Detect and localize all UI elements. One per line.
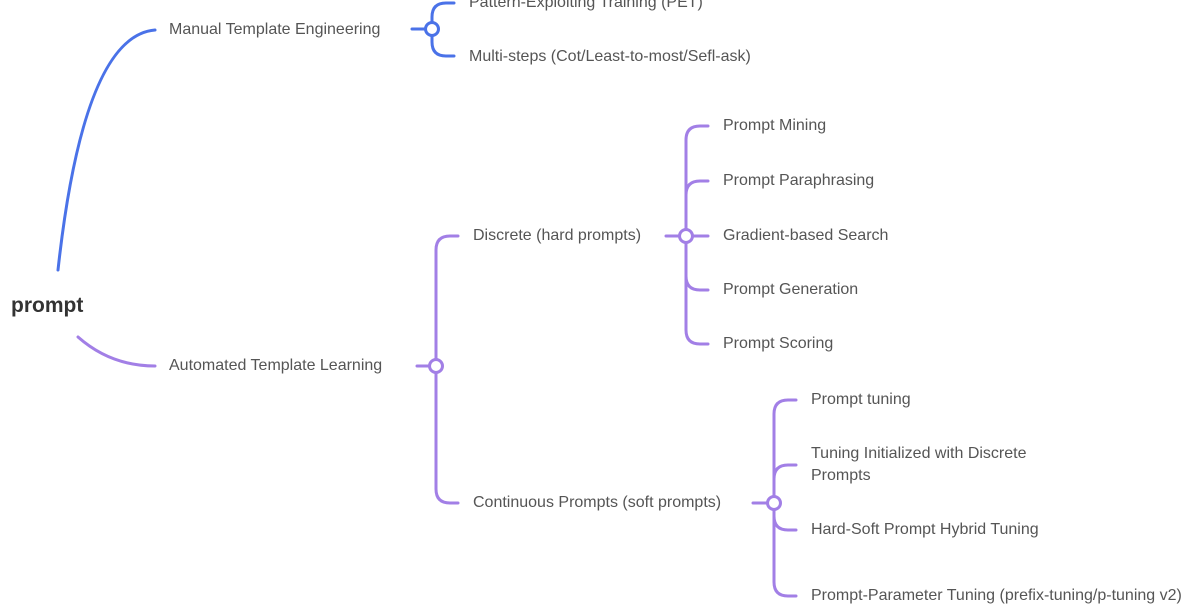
node-prompt-generation[interactable]: Prompt Generation: [723, 281, 859, 298]
manual-hub-branch: [430, 34, 456, 58]
continuous-hub-branch: [772, 398, 798, 498]
discrete-hub-branch: [684, 179, 710, 231]
node-pet[interactable]: Pattern-Exploiting Training (PET): [469, 0, 703, 11]
continuous-hub-branch: [772, 463, 798, 498]
automated-hub-branch: [434, 371, 460, 505]
discrete-hub-collapse-toggle[interactable]: [678, 228, 694, 244]
root-to-automated-connector: [76, 335, 157, 368]
node-prompt-scoring[interactable]: Prompt Scoring: [723, 335, 834, 352]
node-gradient-based-search[interactable]: Gradient-based Search: [723, 227, 889, 244]
automated-hub-collapse-toggle[interactable]: [428, 358, 444, 374]
automated-hub-branch: [434, 234, 460, 361]
continuous-hub-branch: [772, 508, 798, 532]
node-multi-steps[interactable]: Multi-steps (Cot/Least-to-most/Sefl-ask): [469, 48, 751, 65]
discrete-hub-branch: [684, 241, 710, 346]
continuous-hub-branch: [772, 508, 798, 598]
root-node-prompt[interactable]: prompt: [11, 294, 84, 317]
node-automated-template-learning[interactable]: Automated Template Learning: [169, 357, 383, 374]
manual-hub-collapse-toggle[interactable]: [424, 21, 440, 37]
root-to-manual-connector: [56, 28, 157, 272]
node-discrete[interactable]: Discrete (hard prompts): [473, 227, 642, 244]
node-manual-template-engineering[interactable]: Manual Template Engineering: [169, 21, 381, 38]
discrete-hub-branch: [684, 124, 710, 231]
node-hard-soft-hybrid[interactable]: Hard-Soft Prompt Hybrid Tuning: [811, 521, 1039, 538]
node-prompt-tuning[interactable]: Prompt tuning: [811, 391, 911, 408]
node-continuous[interactable]: Continuous Prompts (soft prompts): [473, 494, 722, 511]
continuous-hub-collapse-toggle[interactable]: [766, 495, 782, 511]
node-prompt-paraphrasing[interactable]: Prompt Paraphrasing: [723, 172, 875, 189]
node-prompt-mining[interactable]: Prompt Mining: [723, 117, 827, 134]
discrete-hub-branch: [684, 241, 710, 292]
manual-hub-branch: [430, 1, 456, 24]
node-prompt-parameter-tuning[interactable]: Prompt-Parameter Tuning (prefix-tuning/p…: [811, 587, 1182, 604]
node-tuning-initialized[interactable]: Tuning Initialized with Discrete Prompts: [811, 445, 1027, 484]
